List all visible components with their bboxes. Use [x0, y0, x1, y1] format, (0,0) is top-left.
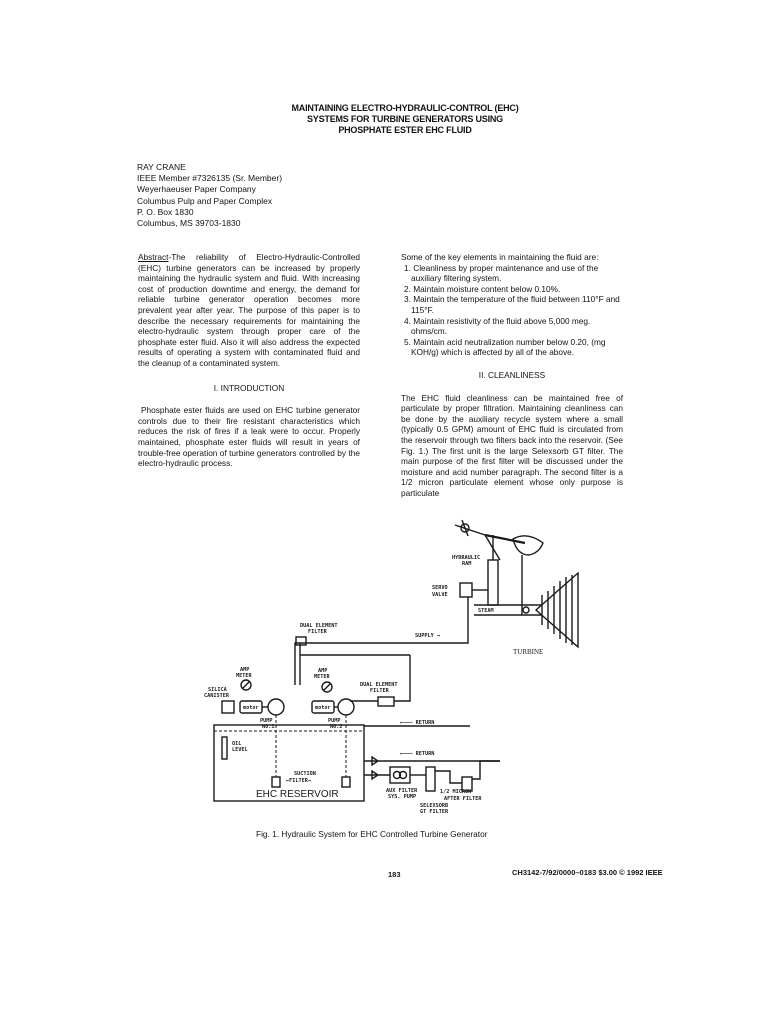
valve-icon — [371, 755, 380, 767]
title-line: PHOSPHATE ESTER EHC FLUID — [338, 125, 472, 135]
abstract-paragraph: Abstract-The reliability of Electro-Hydr… — [138, 252, 360, 369]
dual-filter-right — [377, 696, 395, 707]
label-amp-2: AMP — [318, 668, 327, 674]
label-suction-filter: ←FILTER→ — [286, 778, 311, 784]
selexsorb-gt-filter — [425, 766, 436, 792]
hydraulic-ram — [487, 559, 499, 606]
hydraulic-system-figure: HYDRAULIC RAM SERVO VALVE STEAM TUR — [200, 515, 620, 825]
label-meter-2: METER — [314, 674, 330, 680]
label-aux-filter: AUX FILTER — [386, 788, 418, 794]
label-selexsorb: SELEXSORB — [420, 803, 448, 809]
label-no2: NO.2 — [330, 724, 343, 730]
servo-valve — [459, 582, 473, 598]
list-item: 5. Maintain acid neutralization number b… — [404, 336, 606, 358]
title-line: SYSTEMS FOR TURBINE GENERATORS USING — [307, 114, 503, 124]
pump-1-icon — [267, 698, 285, 716]
label-turbine: TURBINE — [513, 648, 543, 656]
label-silica: SILICA — [208, 687, 228, 693]
label-hydraulic: HYDRAULIC — [452, 555, 480, 561]
list-item: 2. Maintain moisture content below 0.10%… — [404, 283, 561, 294]
label-dual-element-right: DUAL ELEMENT — [360, 682, 397, 688]
page-number: 183 — [388, 870, 401, 879]
label-pump-2: PUMP — [328, 718, 341, 724]
cleanliness-heading: II. CLEANLINESS — [478, 369, 546, 380]
author-pobox: P. O. Box 1830 — [137, 206, 194, 217]
half-micron-filter — [461, 776, 473, 792]
label-suction: SUCTION — [294, 771, 316, 777]
governor-linkage — [454, 519, 544, 605]
intro-heading: I. INTRODUCTION — [213, 382, 285, 393]
list-item: 4. Maintain resistivity of the fluid abo… — [404, 315, 591, 337]
suction-filter-2 — [341, 776, 351, 788]
label-pump-1: PUMP — [260, 718, 273, 724]
author-membership: IEEE Member #7326135 (Sr. Member) — [137, 173, 283, 184]
label-ram: RAM — [462, 561, 471, 567]
title-line: MAINTAINING ELECTRO-HYDRAULIC-CONTROL (E… — [291, 103, 519, 113]
label-reservoir: EHC RESERVOIR — [256, 789, 339, 800]
key-elements-intro: Some of the key elements in maintaining … — [401, 252, 599, 262]
amp-meter-1-icon — [240, 679, 252, 691]
label-gt-filter: GT FILTER — [420, 809, 449, 815]
label-half-micron: 1/2 MICRON — [440, 789, 471, 795]
cleanliness-paragraph: The EHC fluid cleanliness can be maintai… — [401, 392, 623, 498]
ehc-reservoir — [213, 724, 365, 802]
list-item: 1. Cleanliness by proper maintenance and… — [404, 262, 599, 284]
label-steam: STEAM — [478, 608, 494, 614]
label-oil: OIL — [232, 741, 241, 747]
author-city: Columbus, MS 39703-1830 — [137, 218, 241, 229]
pump-2-icon — [337, 698, 355, 716]
label-after-filter: AFTER FILTER — [444, 796, 482, 802]
label-no1: NO.1 — [262, 724, 275, 730]
abstract-text: -The reliability of Electro-Hydraulic-Co… — [138, 252, 360, 368]
figure-caption: Fig. 1. Hydraulic System for EHC Control… — [256, 829, 488, 839]
author-name: RAY CRANE — [137, 162, 186, 172]
turbine-shape — [522, 571, 579, 649]
label-filter-top: FILTER — [308, 629, 328, 635]
author-company: Weyerhaeuser Paper Company — [137, 184, 256, 195]
intro-paragraph: Phosphate ester fluids are used on EHC t… — [138, 405, 360, 469]
label-valve: VALVE — [432, 592, 448, 598]
left-column: Abstract-The reliability of Electro-Hydr… — [138, 252, 360, 469]
label-canister: CANISTER — [204, 693, 230, 699]
label-supply: SUPPLY → — [415, 633, 440, 639]
label-meter-1: METER — [236, 673, 252, 679]
list-item: 3. Maintain the temperature of the fluid… — [404, 294, 620, 315]
key-elements-list: 1. Cleanliness by proper maintenance and… — [401, 263, 623, 358]
paper-title: MAINTAINING ELECTRO-HYDRAULIC-CONTROL (E… — [200, 103, 610, 136]
dual-filter-top — [295, 636, 307, 646]
silica-canister — [221, 700, 235, 714]
label-return-1: ←——— RETURN — [400, 720, 434, 726]
oil-level-gauge — [221, 736, 228, 760]
label-servo: SERVO — [432, 585, 448, 591]
label-level: LEVEL — [232, 747, 248, 753]
label-filter-right: FILTER — [370, 688, 390, 694]
label-amp-1: AMP — [240, 667, 249, 673]
amp-meter-2-icon — [321, 681, 333, 693]
hydraulic-diagram: HYDRAULIC RAM SERVO VALVE STEAM TUR — [204, 519, 579, 815]
label-dual-element-top: DUAL ELEMENT — [300, 623, 337, 629]
suction-filter-1 — [271, 776, 281, 788]
right-column: Some of the key elements in maintaining … — [401, 252, 623, 498]
label-sys-pump: SYS. PUMP — [388, 794, 416, 800]
label-return-2: ←——— RETURN — [400, 751, 434, 757]
author-block: RAY CRANE IEEE Member #7326135 (Sr. Memb… — [137, 162, 437, 229]
label-motor-2: motor — [315, 705, 331, 711]
copyright-line: CH3142-7/92/0000–0183 $3.00 © 1992 IEEE — [512, 868, 663, 877]
author-complex: Columbus Pulp and Paper Complex — [137, 195, 273, 206]
abstract-label: Abstract — [138, 252, 169, 262]
label-motor-1: motor — [243, 705, 259, 711]
